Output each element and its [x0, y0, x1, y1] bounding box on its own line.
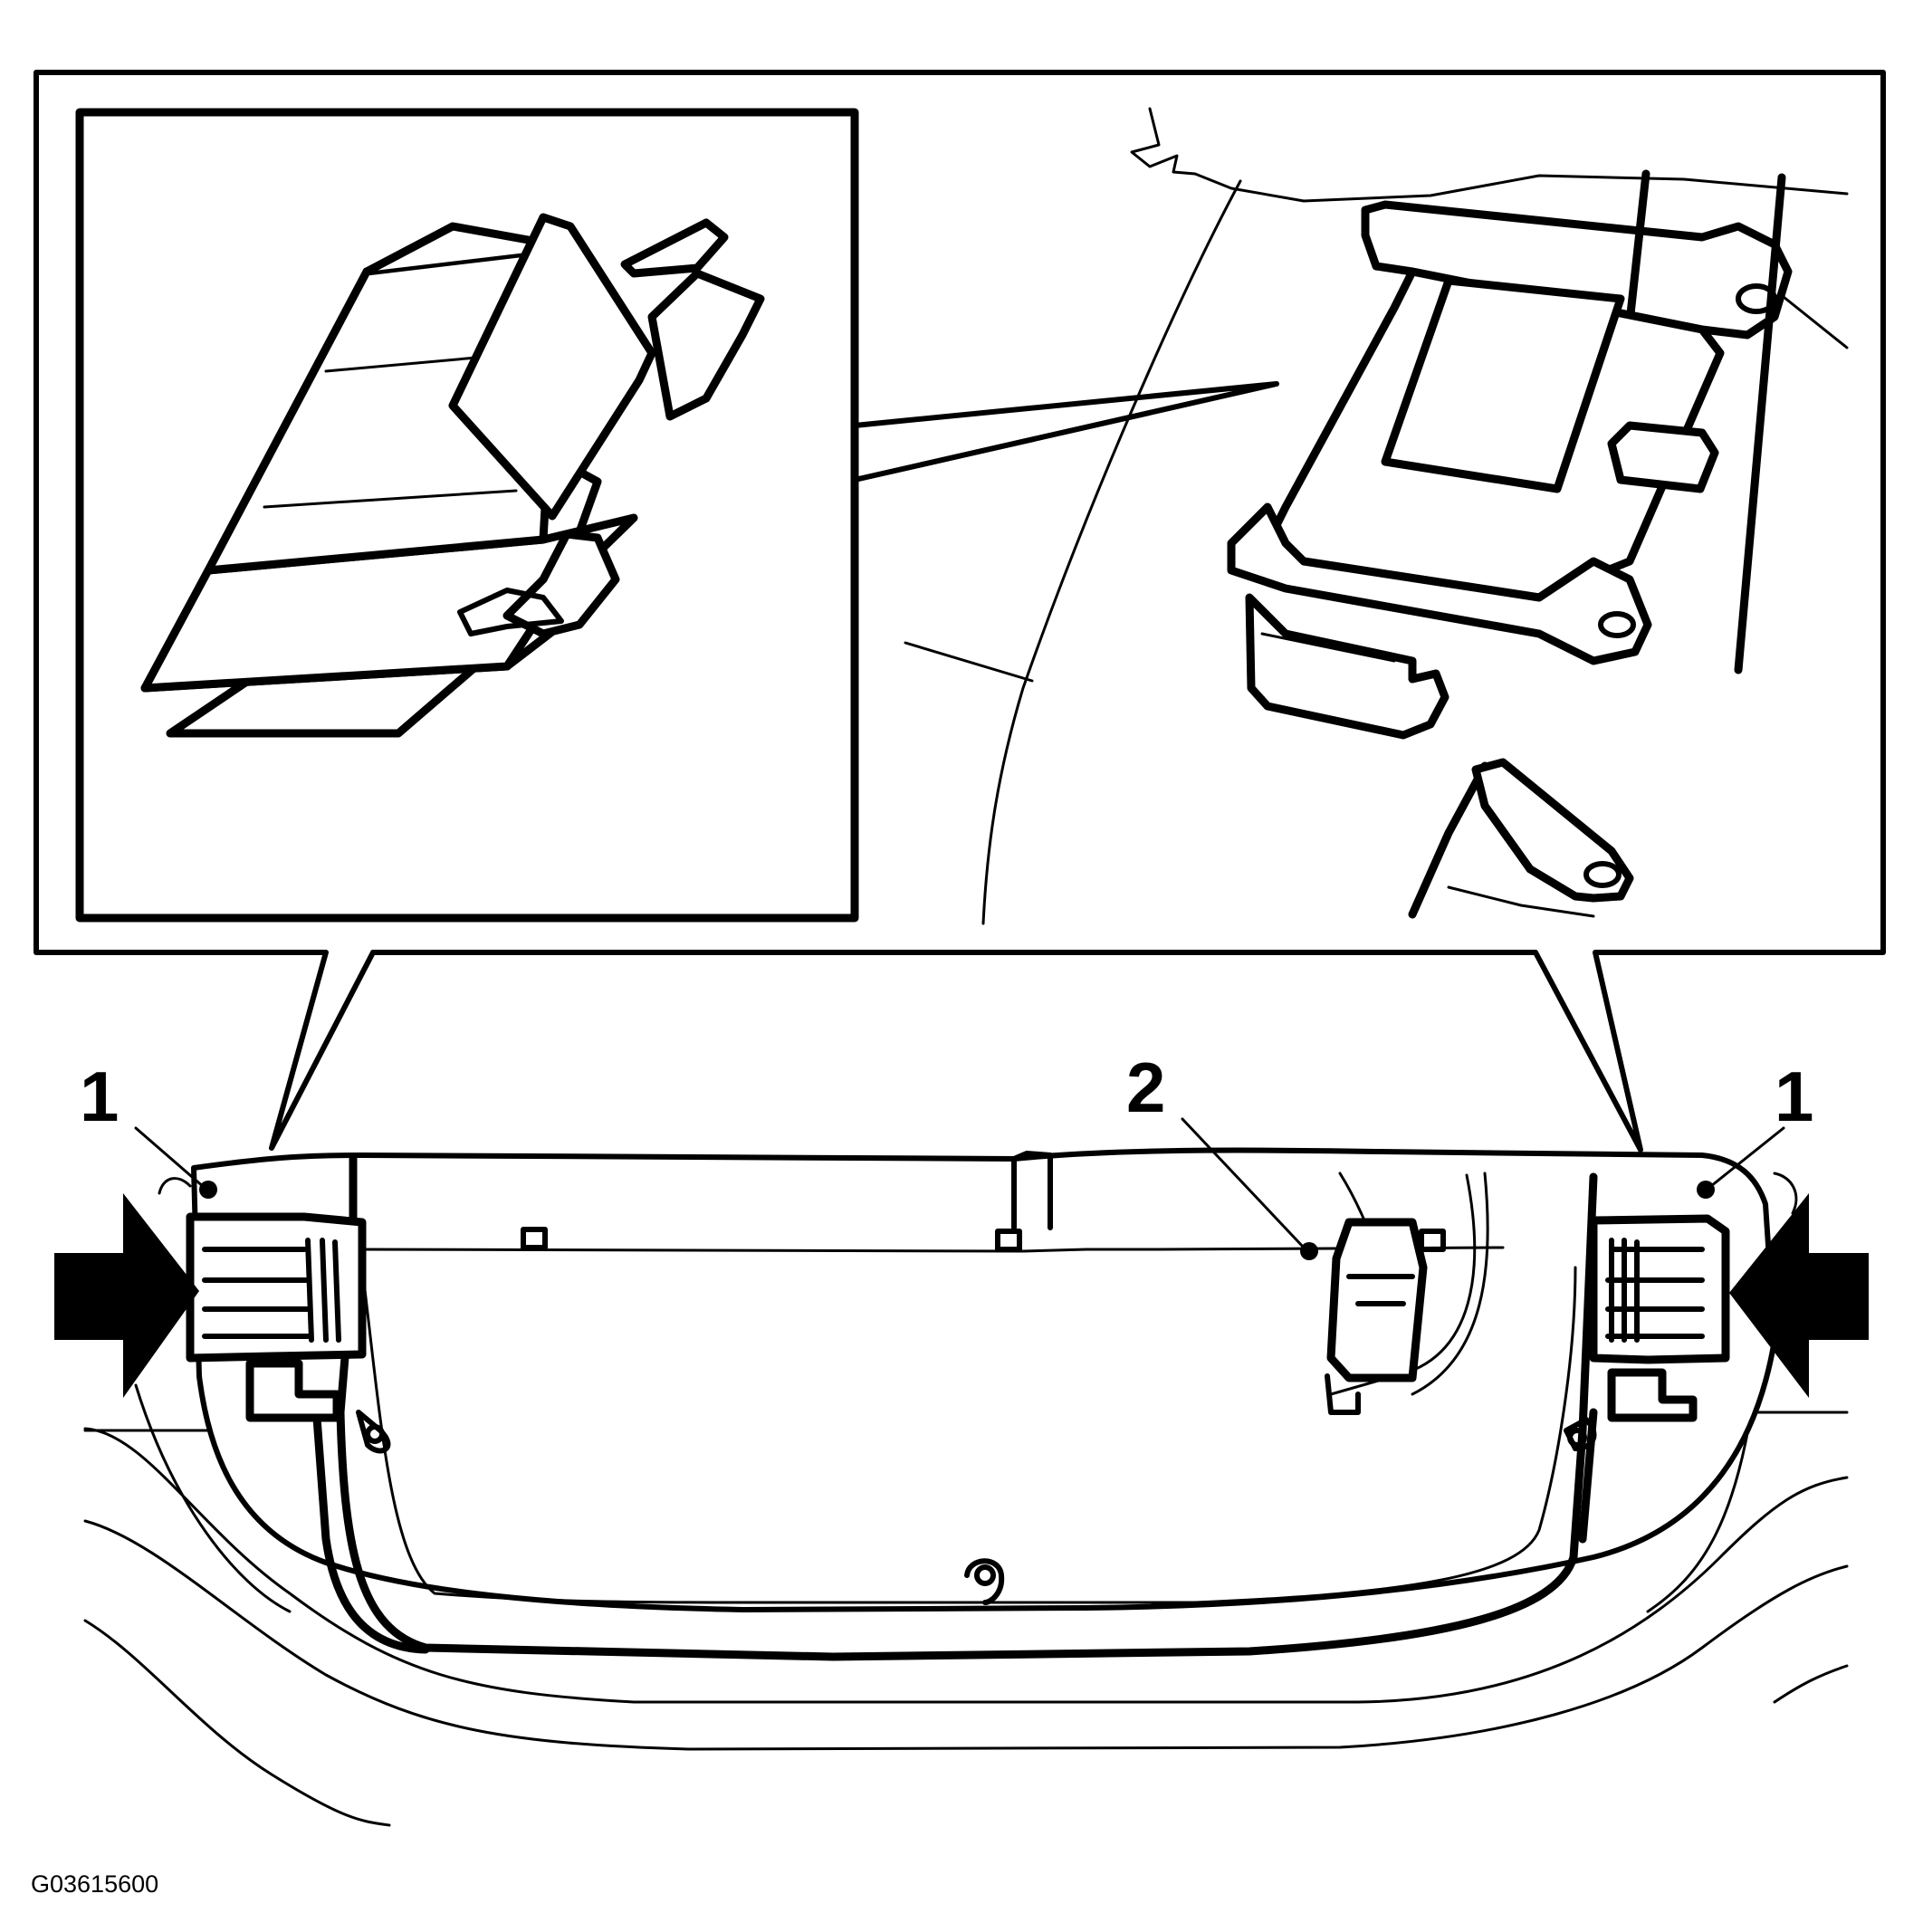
figure-id-label: G03615600: [31, 1870, 159, 1898]
svg-text:2: 2: [1126, 1047, 1165, 1127]
clip-closeup: [140, 213, 765, 738]
svg-text:1: 1: [1775, 1057, 1813, 1136]
clip-mounted-detail: [904, 107, 1849, 925]
callout-right: 1: [1697, 1057, 1813, 1199]
clip-detail-inset: [75, 108, 1279, 923]
right-retaining-clip: [1578, 1214, 1730, 1544]
left-retaining-clip: [186, 1212, 430, 1654]
left-push-arrow: [54, 1193, 199, 1398]
callout-left: 1: [80, 1057, 217, 1199]
callout-connector: 2: [1126, 1047, 1318, 1260]
lamp-housing-assembly: [54, 1147, 1869, 1827]
svg-text:1: 1: [80, 1057, 119, 1136]
electrical-connector: [1325, 1218, 1428, 1415]
right-push-arrow: [1729, 1193, 1869, 1398]
